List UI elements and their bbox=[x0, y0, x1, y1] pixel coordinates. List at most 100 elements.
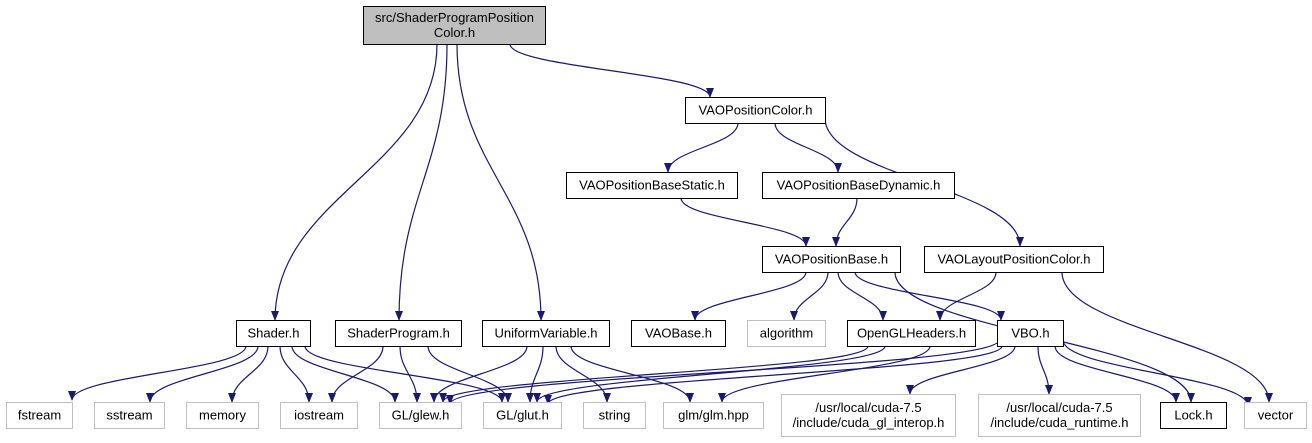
edge-uniform-variable-to-gl-glew bbox=[430, 345, 528, 403]
node-label: GL/glut.h bbox=[496, 408, 549, 423]
node-iostream: iostream bbox=[280, 402, 358, 429]
node-box bbox=[1160, 402, 1227, 429]
node-box bbox=[747, 320, 826, 347]
edges-layer bbox=[68, 43, 1273, 407]
edge-vao-position-base-static-to-vao-position-base bbox=[680, 197, 810, 247]
node-box bbox=[280, 402, 358, 429]
node-box bbox=[94, 402, 165, 429]
node-vao-position-base-dynamic[interactable]: VAOPositionBaseDynamic.h bbox=[762, 172, 955, 199]
node-label: iostream bbox=[294, 408, 344, 423]
edge-vao-layout-position-color-to-vector bbox=[1061, 271, 1273, 403]
node-vao-layout-position-color[interactable]: VAOLayoutPositionColor.h bbox=[924, 246, 1104, 273]
node-label: Lock.h bbox=[1174, 408, 1212, 423]
node-label: VAOPositionBaseStatic.h bbox=[579, 178, 725, 193]
node-label: src/ShaderProgramPosition bbox=[375, 10, 534, 25]
node-vector: vector bbox=[1244, 402, 1307, 429]
edge-vbo-to-cuda-runtime bbox=[1037, 345, 1053, 395]
node-label: /usr/local/cuda-7.5 bbox=[815, 400, 921, 415]
node-shader-program[interactable]: ShaderProgram.h bbox=[335, 320, 462, 347]
node-lock[interactable]: Lock.h bbox=[1160, 402, 1227, 429]
edge-shader-to-fstream bbox=[68, 345, 247, 401]
node-box bbox=[6, 402, 73, 429]
node-string: string bbox=[583, 402, 646, 429]
edge-root-to-vao-position-color bbox=[509, 43, 714, 98]
node-box bbox=[363, 6, 546, 45]
node-glm: glm/glm.hpp bbox=[663, 402, 764, 429]
node-label: /usr/local/cuda-7.5 bbox=[1006, 400, 1112, 415]
node-vao-position-base-static[interactable]: VAOPositionBaseStatic.h bbox=[566, 172, 738, 199]
node-label: glm/glm.hpp bbox=[678, 408, 749, 423]
node-box bbox=[483, 402, 562, 429]
node-label: VAOPositionBase.h bbox=[775, 252, 888, 267]
edge-vbo-to-cuda-gl-interop bbox=[906, 345, 1016, 395]
node-label: VAOPositionBaseDynamic.h bbox=[777, 178, 941, 193]
node-box bbox=[583, 402, 646, 429]
node-box bbox=[663, 402, 764, 429]
edge-shader-to-gl-glut bbox=[304, 345, 506, 403]
node-box bbox=[482, 320, 610, 347]
node-vao-position-base[interactable]: VAOPositionBase.h bbox=[762, 246, 901, 273]
node-opengl-headers[interactable]: OpenGLHeaders.h bbox=[847, 320, 976, 347]
edge-uniform-variable-to-gl-glut bbox=[526, 345, 544, 403]
node-label: vector bbox=[1258, 408, 1294, 423]
edge-uniform-variable-to-string bbox=[555, 345, 611, 403]
node-label: OpenGLHeaders.h bbox=[857, 326, 966, 341]
edge-vbo-to-gl-glut bbox=[544, 345, 1003, 405]
node-label: GL/glew.h bbox=[392, 408, 450, 423]
node-box bbox=[997, 320, 1064, 347]
edge-shader-program-to-gl-glew bbox=[399, 345, 421, 403]
edge-opengl-headers-to-glm bbox=[718, 345, 931, 403]
edge-vbo-to-lock bbox=[1054, 345, 1180, 403]
node-box bbox=[762, 172, 955, 199]
edge-shader-to-memory bbox=[228, 345, 269, 403]
node-box bbox=[1244, 402, 1307, 429]
edge-vao-position-base-to-vbo bbox=[854, 271, 1005, 321]
node-box bbox=[631, 320, 726, 347]
edge-root-to-shader bbox=[271, 43, 438, 321]
node-box bbox=[924, 246, 1104, 273]
node-label: UniformVariable.h bbox=[494, 326, 597, 341]
node-box bbox=[781, 394, 956, 437]
node-shader[interactable]: Shader.h bbox=[236, 320, 311, 347]
edge-shader-to-gl-glew bbox=[291, 345, 399, 403]
node-box bbox=[847, 320, 976, 347]
edge-root-to-shader-program bbox=[395, 43, 448, 321]
node-vao-position-color[interactable]: VAOPositionColor.h bbox=[685, 97, 826, 124]
node-fstream: fstream bbox=[6, 402, 73, 429]
edge-vao-position-base-to-algorithm bbox=[790, 271, 829, 321]
node-box bbox=[566, 172, 738, 199]
node-box bbox=[978, 394, 1141, 437]
node-box bbox=[335, 320, 462, 347]
node-box bbox=[762, 246, 901, 273]
edge-opengl-headers-to-gl-glew bbox=[439, 345, 869, 403]
edge-uniform-variable-to-glm bbox=[570, 345, 694, 403]
node-label: VBO.h bbox=[1011, 326, 1049, 341]
node-vao-base[interactable]: VAOBase.h bbox=[631, 320, 726, 347]
node-sstream: sstream bbox=[94, 402, 165, 429]
node-gl-glut: GL/glut.h bbox=[483, 402, 562, 429]
edge-root-to-uniform-variable bbox=[456, 43, 545, 321]
node-label: memory bbox=[199, 408, 246, 423]
edge-shader-to-iostream bbox=[279, 345, 313, 403]
node-cuda-gl-interop: /usr/local/cuda-7.5/include/cuda_gl_inte… bbox=[781, 394, 956, 437]
edge-vao-position-base-dynamic-to-vao-position-base bbox=[832, 197, 858, 247]
node-box bbox=[685, 97, 826, 124]
node-cuda-runtime: /usr/local/cuda-7.5/include/cuda_runtime… bbox=[978, 394, 1141, 437]
node-label: Shader.h bbox=[247, 326, 299, 341]
node-algorithm: algorithm bbox=[747, 320, 826, 347]
edge-vbo-to-gl-glew bbox=[446, 339, 1000, 405]
node-gl-glew: GL/glew.h bbox=[379, 402, 462, 429]
edge-shader-to-sstream bbox=[146, 345, 259, 403]
node-label: ShaderProgram.h bbox=[347, 326, 450, 341]
edge-opengl-headers-to-gl-glut bbox=[533, 345, 886, 403]
edge-vao-position-color-to-vao-position-base-static bbox=[664, 122, 739, 173]
edge-shader-program-to-gl-glut bbox=[427, 345, 512, 403]
edge-shader-program-to-iostream bbox=[328, 345, 384, 403]
node-label: string bbox=[599, 408, 631, 423]
node-label: algorithm bbox=[760, 326, 813, 341]
node-vbo[interactable]: VBO.h bbox=[997, 320, 1064, 347]
edge-vbo-to-vector bbox=[1062, 339, 1252, 407]
node-uniform-variable[interactable]: UniformVariable.h bbox=[482, 320, 610, 347]
node-box bbox=[236, 320, 311, 347]
